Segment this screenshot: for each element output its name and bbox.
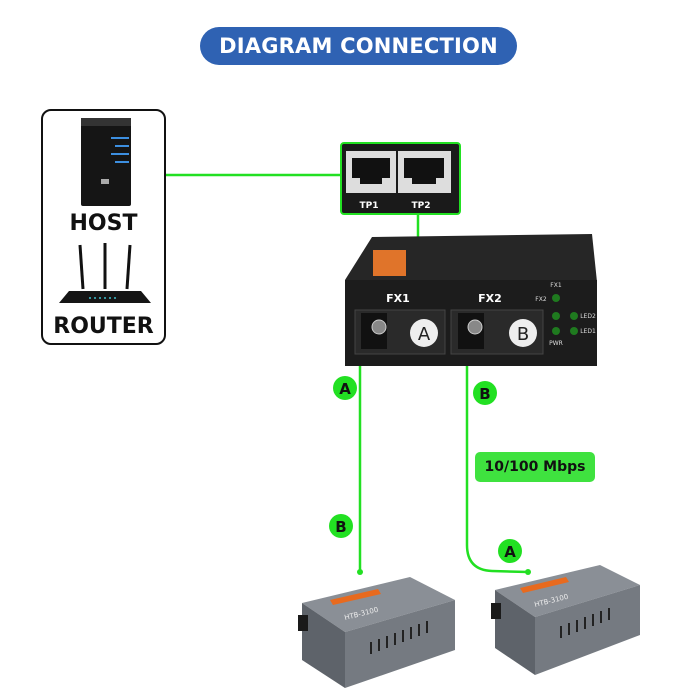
wifi-router-icon bbox=[59, 243, 151, 303]
led-label: LED1 bbox=[580, 328, 596, 335]
led-label: PWR bbox=[549, 340, 563, 347]
host-router-box: HOST ROUTER bbox=[41, 109, 166, 345]
speed-badge: 10/100 Mbps bbox=[475, 452, 595, 482]
remote-converter-left: HTB-3100 bbox=[298, 577, 455, 688]
ethernet-link bbox=[162, 173, 420, 240]
rj45-port-icon bbox=[398, 151, 451, 193]
link-label-fx1-top: A bbox=[333, 376, 357, 400]
diagram-title: DIAGRAM CONNECTION bbox=[200, 27, 517, 65]
port-label-tp1: TP1 bbox=[360, 201, 379, 211]
main-media-converter: FX1 FX2 A B FX1 FX2 LED2 LED1 PWR bbox=[345, 234, 597, 366]
port-label-fx2: FX2 bbox=[478, 292, 502, 305]
svg-text:B: B bbox=[479, 385, 490, 403]
link-label-fx2-top: B bbox=[473, 381, 497, 405]
led-label: FX2 bbox=[535, 296, 547, 303]
server-tower-icon bbox=[81, 118, 131, 206]
svg-text:A: A bbox=[339, 380, 351, 398]
ethernet-ports-panel: TP1 TP2 bbox=[340, 142, 461, 215]
host-label: HOST bbox=[69, 211, 138, 236]
port-marker-a: A bbox=[418, 324, 431, 345]
fiber-port-icon bbox=[458, 313, 484, 349]
led-label: LED2 bbox=[580, 313, 596, 320]
led-label: FX1 bbox=[550, 282, 562, 289]
svg-text:B: B bbox=[335, 518, 346, 536]
link-label-fx1-bottom: B bbox=[329, 514, 353, 538]
svg-text:A: A bbox=[504, 543, 516, 561]
port-marker-b: B bbox=[517, 324, 529, 345]
fiber-link-fx1 bbox=[357, 339, 363, 575]
router-label: ROUTER bbox=[53, 314, 154, 339]
port-label-fx1: FX1 bbox=[386, 292, 410, 305]
remote-converter-right: HTB-3100 bbox=[491, 565, 640, 675]
fiber-port-icon bbox=[361, 313, 387, 349]
port-label-tp2: TP2 bbox=[412, 201, 431, 211]
link-label-fx2-bottom: A bbox=[498, 539, 522, 563]
rj45-port-icon bbox=[346, 151, 396, 193]
status-leds bbox=[552, 294, 578, 335]
